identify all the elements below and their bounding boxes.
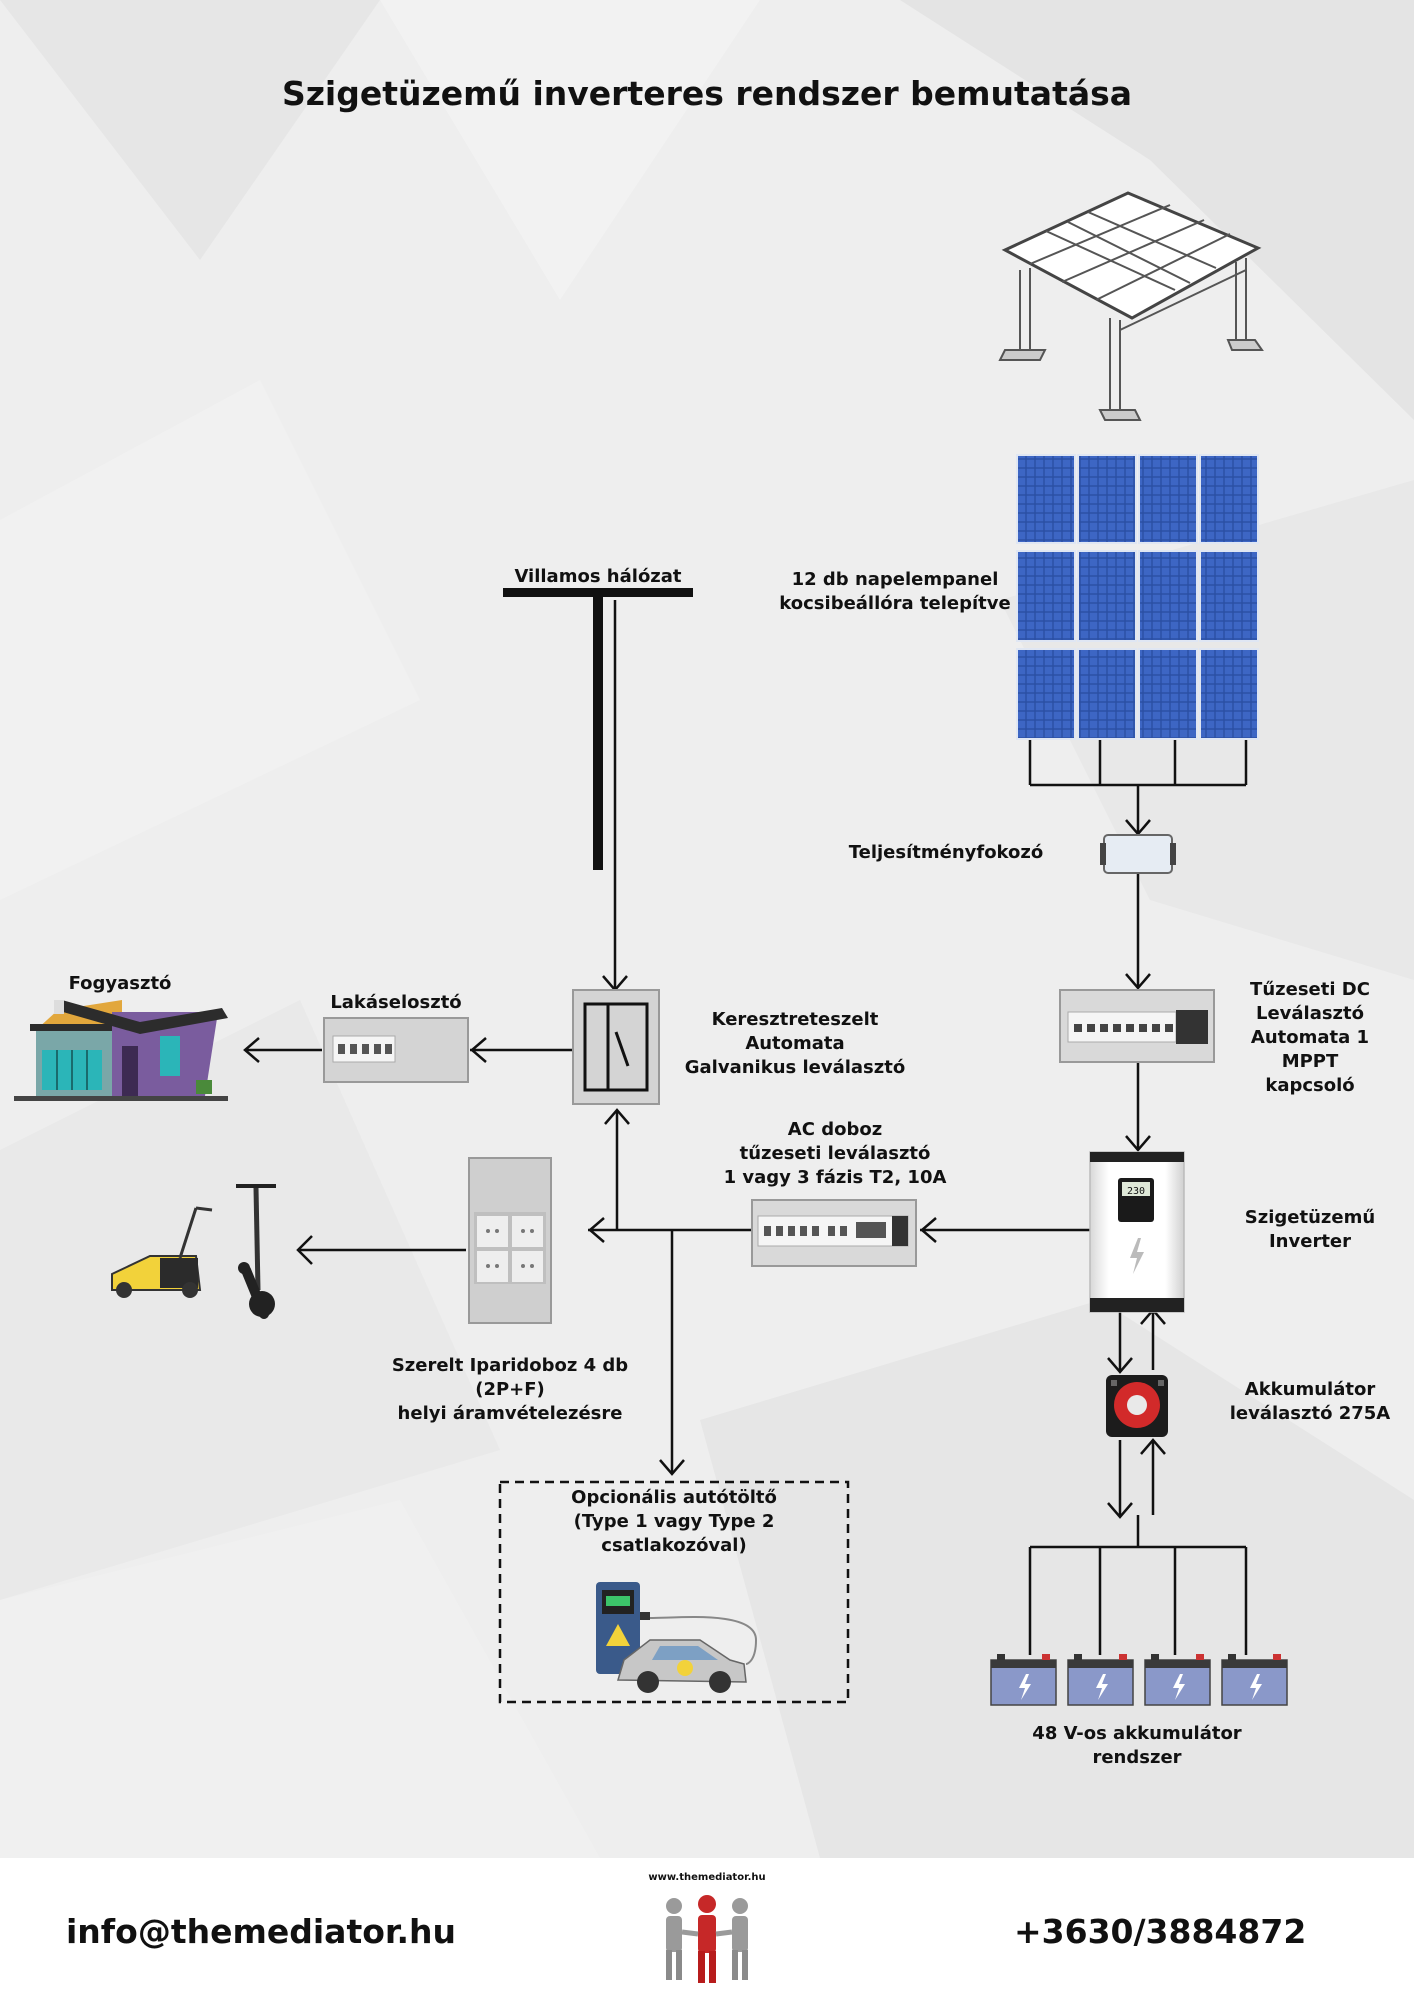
distribution-board-icon <box>323 1017 469 1083</box>
electric-car-icon <box>616 1616 758 1693</box>
label-optimizer: Teljesítményfokozó <box>848 842 1044 863</box>
mediator-logo-icon <box>666 1895 748 1983</box>
transfer-switch-icon <box>572 989 660 1105</box>
label-battery-system: 48 V-os akkumulátor rendszer <box>1032 1723 1242 1768</box>
footer-email[interactable]: info@themediator.hu <box>66 1912 456 1951</box>
label-ac-box: AC doboz tűzeseti leválasztó 1 vagy 3 fá… <box>723 1119 947 1188</box>
label-panels: 12 db napelempanel kocsibeállóra telepít… <box>779 569 1011 614</box>
ac-box-icon <box>751 1199 917 1267</box>
label-dc-switch: Tűzeseti DC Leválasztó Automata 1 MPPT k… <box>1250 979 1370 1096</box>
ev-charger-icon <box>596 1582 650 1674</box>
power-grid-icon <box>503 588 693 870</box>
wiring <box>245 600 1248 1655</box>
socket-box-icon <box>468 1157 552 1324</box>
battery-disconnect-icon <box>1106 1375 1168 1437</box>
e-scooter-icon <box>236 1184 276 1319</box>
battery-bank-icon <box>990 1654 1288 1706</box>
carport-icon <box>998 191 1264 421</box>
label-sockets: Szerelt Iparidoboz 4 db (2P+F) helyi ára… <box>391 1355 629 1424</box>
label-grid: Villamos hálózat <box>514 566 682 587</box>
inverter-display: 230 <box>1127 1186 1145 1197</box>
lawn-mower-icon <box>111 1206 213 1298</box>
label-distribution: Lakáselosztó <box>330 992 462 1013</box>
footer-logo-url[interactable]: www.themediator.hu <box>648 1872 766 1883</box>
optional-charger-frame <box>498 1480 850 1704</box>
solar-panel-array <box>1016 454 1259 740</box>
label-consumer: Fogyasztó <box>68 973 172 994</box>
label-transfer-switch: Keresztreteszelt Automata Galvanikus lev… <box>684 1009 906 1078</box>
label-battery-switch: Akkumulátor leválasztó 275A <box>1229 1379 1391 1424</box>
label-charger: Opcionális autótöltő (Type 1 vagy Type 2… <box>571 1487 777 1556</box>
power-optimizer-icon <box>1100 834 1176 874</box>
inverter-icon: 230 <box>1089 1151 1185 1313</box>
page-title: Szigetüzemű inverteres rendszer bemutatá… <box>281 74 1133 113</box>
label-inverter: Szigetüzemű Inverter <box>1244 1207 1376 1252</box>
house-icon <box>14 1000 228 1101</box>
footer-phone[interactable]: +3630/3884872 <box>1014 1912 1307 1951</box>
dc-disconnect-box-icon <box>1059 989 1215 1063</box>
